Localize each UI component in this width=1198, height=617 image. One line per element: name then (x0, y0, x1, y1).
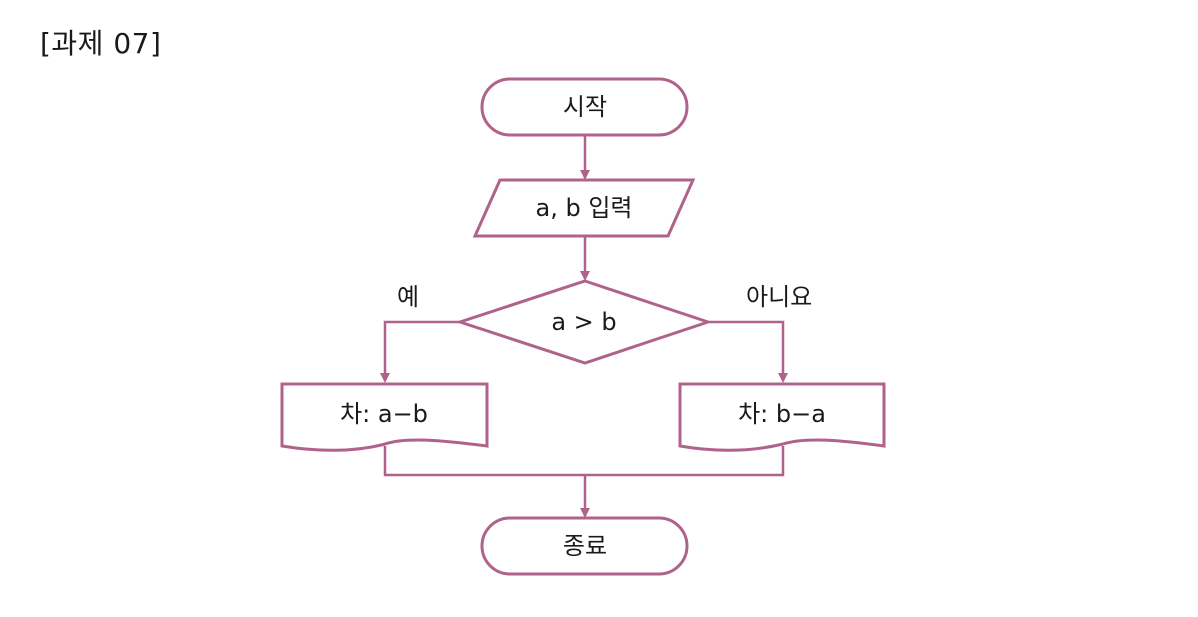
start-label: 시작 (563, 93, 607, 121)
decision-label: a > b (551, 308, 616, 336)
page-title: [과제 07] (40, 27, 162, 60)
input-node: a, b 입력 (472, 178, 696, 238)
no-branch-label: 아니요 (746, 283, 812, 311)
connectors (380, 135, 788, 518)
edge-decision-to-no (708, 320, 788, 383)
start-node: 시작 (480, 77, 689, 137)
decision-node: a > b (455, 279, 713, 365)
edge-decision-to-yes (380, 320, 460, 383)
no-output-node: 차: b−a (678, 382, 886, 452)
yes-output-node: 차: a−b (280, 382, 489, 452)
input-label: a, b 입력 (536, 194, 633, 222)
end-node: 종료 (480, 516, 689, 576)
no-output-label: 차: b−a (738, 400, 826, 428)
yes-output-label: 차: a−b (340, 400, 428, 428)
yes-branch-label: 예 (397, 283, 419, 311)
end-label: 종료 (563, 532, 607, 560)
